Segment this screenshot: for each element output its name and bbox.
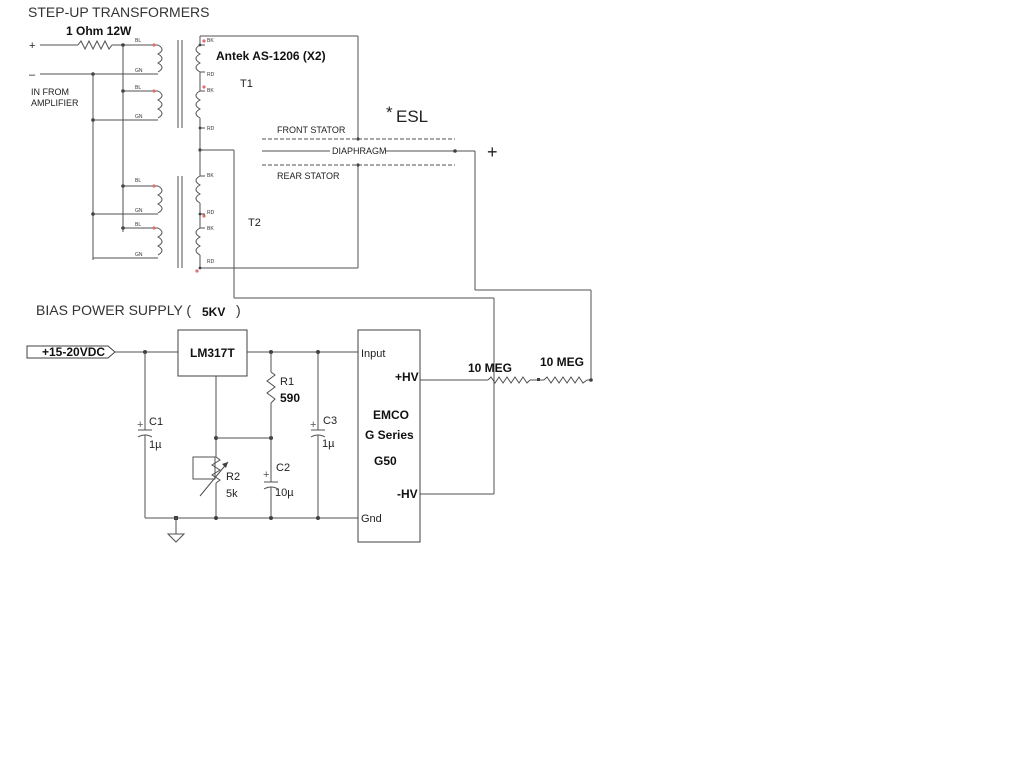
hv-input-label: Input [361,348,385,360]
transformer-model-label: Antek AS-1206 (X2) [216,49,326,63]
potentiometer-r2 [192,456,229,518]
hv-plus-label: +HV [395,370,419,384]
r1-name: R1 [280,376,294,388]
hv-maker-label: EMCO [373,408,409,422]
resistor-1ohm [77,39,113,51]
c2-name: C2 [276,462,290,474]
hv-module-emco [357,329,421,543]
t2-label: T2 [248,217,261,229]
c1-polarity: + [137,419,143,431]
t1-pin-gn-2: GN [135,114,143,120]
bias-title-close: ) [236,302,241,318]
t2-pin-gn-1: GN [135,208,143,214]
input-minus-sign: – [29,69,36,81]
step-up-transformers-title: STEP-UP TRANSFORMERS [28,4,210,20]
t2-pin-rd-2: RD [207,259,215,265]
dc-input-label: +15-20VDC [42,345,105,359]
input-plus-sign: + [29,40,35,52]
resistor-10meg-b [543,376,588,384]
center-tap-wire [200,149,495,495]
transformer-t1: BL GN BL GN BK RD BK RD [91,38,215,152]
ground-icon [166,533,186,543]
capacitor-c1 [137,352,153,518]
c3-name: C3 [323,415,337,427]
hv-series-label: G Series [365,428,414,442]
input-plus-wire [40,39,124,232]
t1-pin-bl-2: BL [135,85,141,91]
capacitor-c3 [310,352,326,518]
esl-speaker [262,138,592,380]
resistor-10meg-a-label: 10 MEG [468,361,512,375]
hv-minus-label: -HV [397,487,418,501]
rear-stator-label: REAR STATOR [277,171,340,181]
rear-stator-wire [356,163,360,268]
bias-power-supply-title: BIAS POWER SUPPLY ( [36,302,191,318]
ground-bus [145,516,358,534]
t2-pin-bk-2: BK [207,226,214,232]
c1-value: 1µ [149,439,162,451]
c2-value: 10µ [275,487,294,499]
regulator-lm317t [177,329,248,377]
t1-pin-bl-1: BL [135,38,141,44]
esl-label: ESL [396,107,428,126]
regulator-label: LM317T [190,346,235,360]
diaphragm-plus-sign: + [487,142,498,162]
hv-output-wire [420,376,593,384]
diaphragm-label: DIAPHRAGM [332,146,387,156]
t1-label: T1 [240,78,253,90]
t1-pin-gn-1: GN [135,68,143,74]
r2-name: R2 [226,471,240,483]
c1-name: C1 [149,416,163,428]
bias-voltage-label: 5KV [202,305,225,319]
input-amplifier-label: AMPLIFIER [31,98,79,108]
transformer-t2: BL GN BL GN BK RD BK RD [91,150,358,273]
t1-pin-bk-1: BK [207,38,214,44]
t2-pin-bk-1: BK [207,173,214,179]
front-stator-label: FRONT STATOR [277,125,346,135]
r2-value: 5k [226,488,238,500]
c3-value: 1µ [322,438,335,450]
resistor-10meg-a [487,376,531,384]
esl-asterisk: * [386,103,393,122]
t1-pin-rd-1: RD [207,72,215,78]
hv-model-label: G50 [374,454,397,468]
t1-pin-bk-2: BK [207,88,214,94]
t1-pin-rd-2: RD [207,126,215,132]
t2-pin-bl-2: BL [135,222,141,228]
resistor-10meg-b-label: 10 MEG [540,355,584,369]
t2-pin-bl-1: BL [135,178,141,184]
resistor-r1 [266,352,276,438]
t2-pin-rd-1: RD [207,210,215,216]
input-from-label: IN FROM [31,87,69,97]
hv-gnd-label: Gnd [361,513,382,525]
r1-value: 590 [280,391,300,405]
dc-input-connector [26,345,178,359]
c2-polarity: + [263,469,269,481]
c3-polarity: + [310,419,316,431]
resistor-1ohm-label: 1 Ohm 12W [66,24,132,38]
t2-pin-gn-2: GN [135,252,143,258]
capacitor-c2 [263,438,279,518]
